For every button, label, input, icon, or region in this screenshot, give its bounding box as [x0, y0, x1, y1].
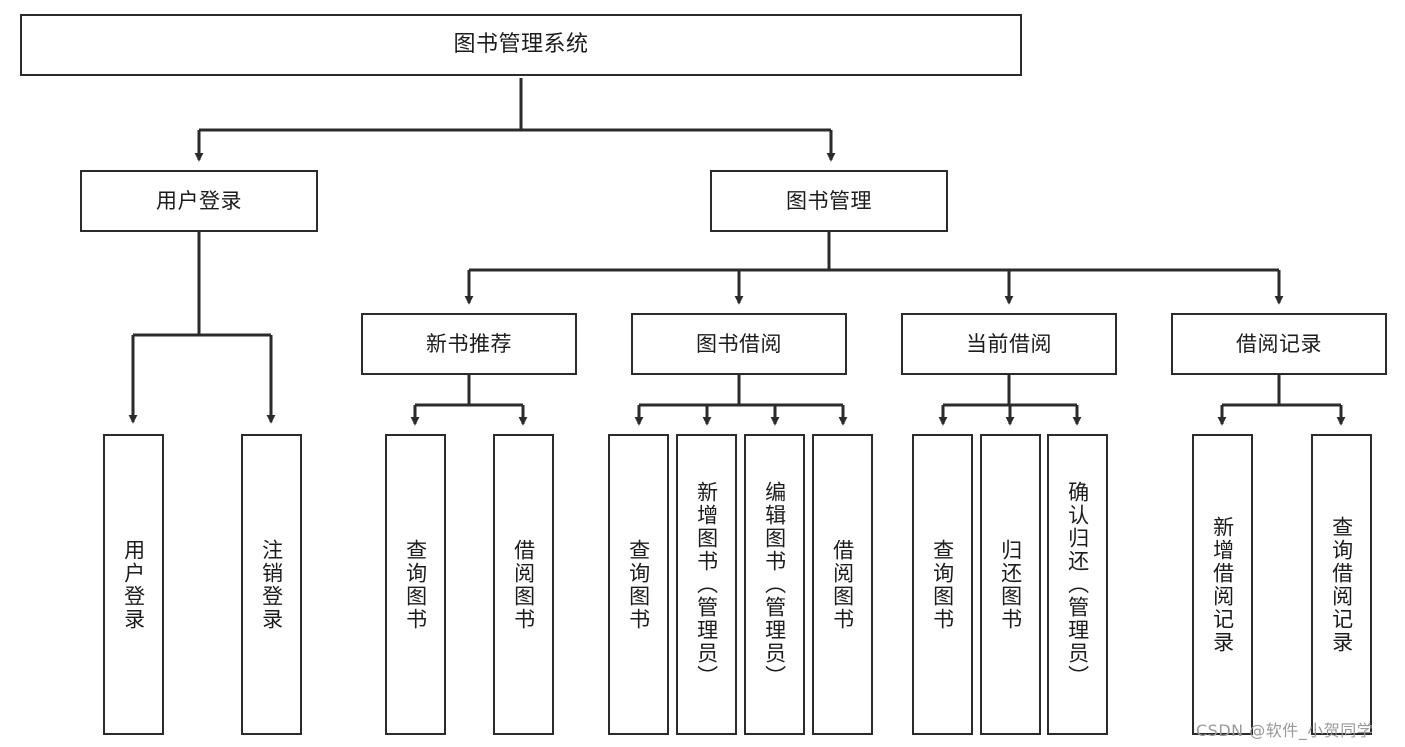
node-label: 图书借阅 [696, 331, 782, 356]
leaf-user-login-logout[interactable]: 注销登录 [241, 434, 302, 735]
node-label: 图书管理系统 [453, 32, 589, 58]
leaf-current-borrow-query-book[interactable]: 查询图书 [912, 434, 973, 735]
leaf-new-book-query-book[interactable]: 查询图书 [385, 434, 446, 735]
node-label: 归还图书 [998, 538, 1023, 631]
node-label: 用户登录 [121, 538, 146, 631]
node-label: 新书推荐 [426, 331, 512, 356]
node-label: 借阅图书 [830, 538, 855, 631]
leaf-book-borrow-edit-book-admin[interactable]: 编辑图书（管理员） [744, 434, 805, 735]
node-label: 查询图书 [930, 538, 955, 631]
leaf-new-book-borrow-book[interactable]: 借阅图书 [493, 434, 554, 735]
node-label: 查询图书 [403, 538, 428, 631]
node-label: 查询借阅记录 [1329, 515, 1354, 654]
leaf-user-login-login[interactable]: 用户登录 [103, 434, 164, 735]
node-user-login[interactable]: 用户登录 [80, 170, 318, 232]
leaf-book-borrow-borrow-book[interactable]: 借阅图书 [812, 434, 873, 735]
leaf-borrow-record-add-record[interactable]: 新增借阅记录 [1192, 434, 1253, 735]
node-label: 借阅记录 [1236, 331, 1322, 356]
node-borrow-record[interactable]: 借阅记录 [1171, 313, 1387, 375]
leaf-book-borrow-query-book[interactable]: 查询图书 [608, 434, 669, 735]
node-label: 注销登录 [259, 538, 284, 631]
node-label: 图书管理 [786, 188, 872, 213]
node-label: 新增图书（管理员） [694, 481, 719, 688]
csdn-watermark: CSDN @软件_小贺同学 [1196, 721, 1374, 740]
node-label: 编辑图书（管理员） [762, 481, 787, 688]
node-label: 新增借阅记录 [1210, 515, 1235, 654]
node-label: 借阅图书 [511, 538, 536, 631]
node-root-book-management-system[interactable]: 图书管理系统 [20, 14, 1022, 76]
leaf-current-borrow-confirm-return-admin[interactable]: 确认归还（管理员） [1047, 434, 1108, 735]
node-label: 查询图书 [626, 538, 651, 631]
node-label: 当前借阅 [966, 331, 1052, 356]
node-book-borrow[interactable]: 图书借阅 [631, 313, 847, 375]
leaf-book-borrow-add-book-admin[interactable]: 新增图书（管理员） [676, 434, 737, 735]
node-new-book-recommend[interactable]: 新书推荐 [361, 313, 577, 375]
leaf-current-borrow-return-book[interactable]: 归还图书 [980, 434, 1041, 735]
node-label: 确认归还（管理员） [1065, 481, 1090, 688]
leaf-borrow-record-query-record[interactable]: 查询借阅记录 [1311, 434, 1372, 735]
node-book-management[interactable]: 图书管理 [710, 170, 948, 232]
node-label: 用户登录 [156, 188, 242, 213]
node-current-borrow[interactable]: 当前借阅 [901, 313, 1117, 375]
